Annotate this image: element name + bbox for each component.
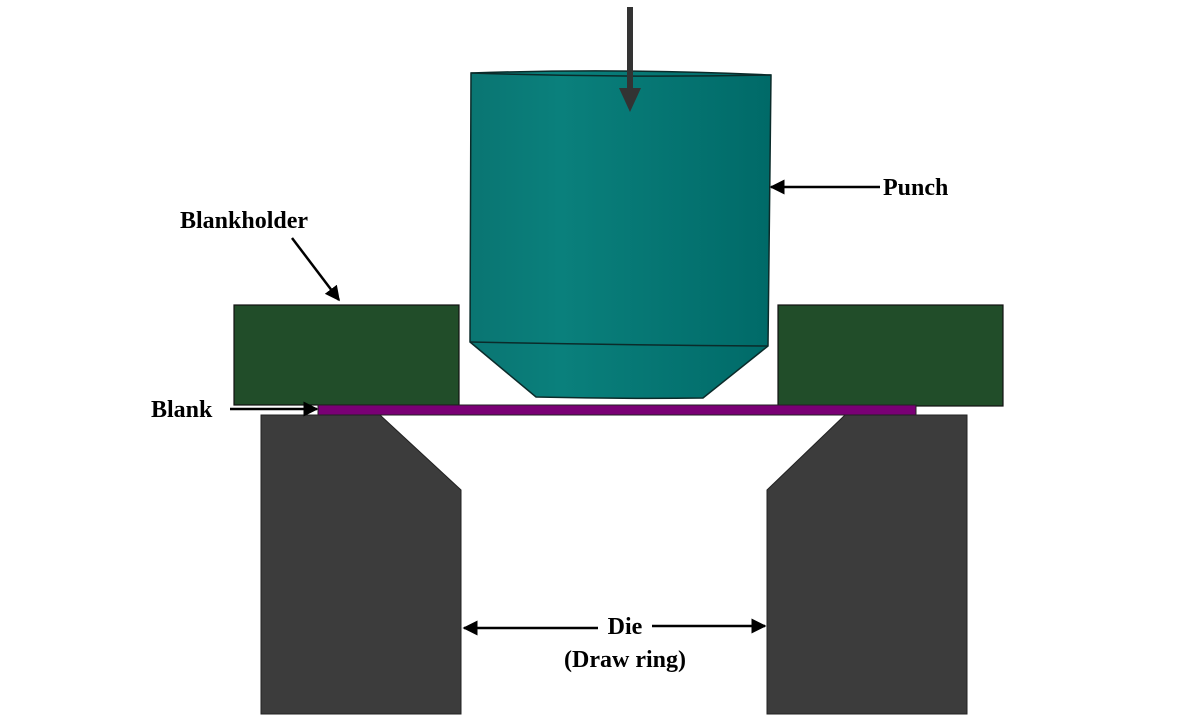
- die-sublabel: (Draw ring): [564, 647, 686, 673]
- blankholder-left: [233, 304, 460, 406]
- blank: [317, 404, 917, 416]
- die-label: Die: [608, 614, 643, 640]
- force-arrow: [619, 7, 641, 112]
- punch-label: Punch: [883, 175, 948, 201]
- punch: [469, 70, 772, 400]
- blankholder-pointer-arrow: [291, 237, 340, 302]
- blankholder-label: Blankholder: [180, 208, 308, 234]
- blank-label: Blank: [151, 397, 213, 423]
- blankholder-right: [777, 304, 1004, 407]
- die-left: [260, 414, 462, 715]
- die-right: [766, 414, 968, 715]
